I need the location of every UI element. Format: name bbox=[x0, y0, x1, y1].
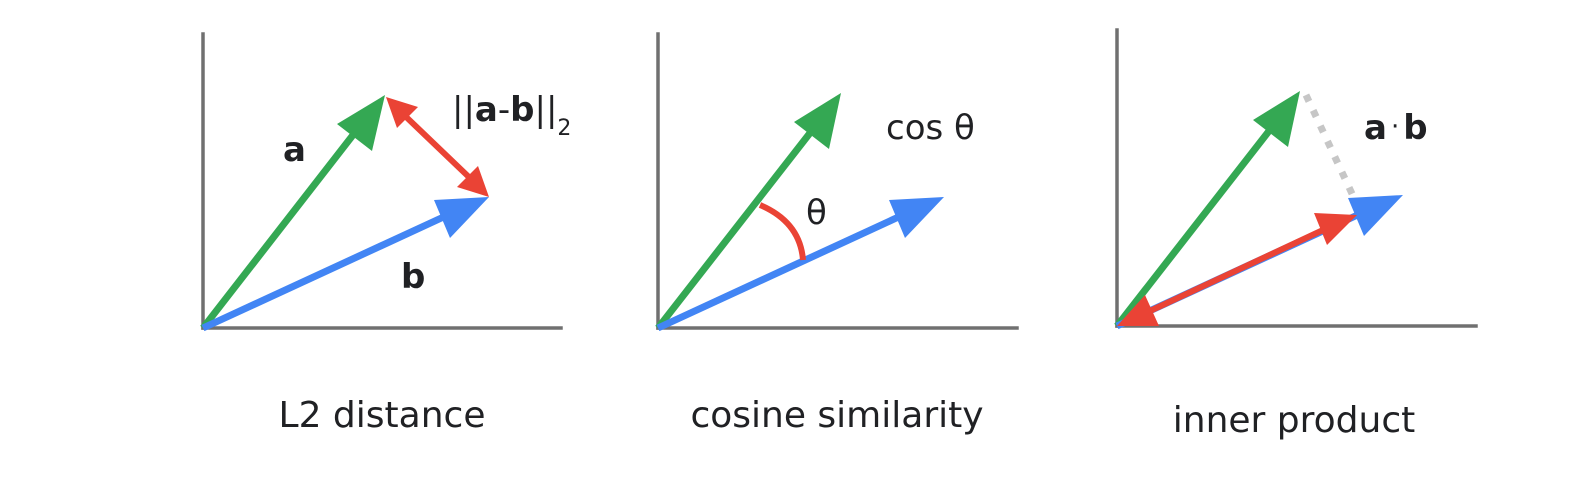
dot-a: a bbox=[1364, 108, 1387, 148]
distance-double-arrow bbox=[386, 97, 489, 197]
vector-a-arrow bbox=[655, 93, 841, 331]
angle-arc bbox=[758, 202, 806, 261]
distance-arrowhead-top bbox=[386, 97, 418, 128]
vector-a-arrow bbox=[200, 95, 385, 331]
projection-line bbox=[1302, 93, 1358, 200]
caption-l2-distance: L2 distance bbox=[279, 395, 486, 436]
axes bbox=[656, 32, 1019, 330]
projection-double-arrow bbox=[1117, 213, 1357, 326]
vector-b-arrow bbox=[201, 197, 489, 332]
cos-theta-label: cos θ bbox=[886, 108, 975, 148]
dot-b: b bbox=[1403, 108, 1427, 148]
vector-a-label: a bbox=[283, 130, 306, 170]
panel-inner-product: a·b inner product bbox=[1114, 28, 1478, 441]
vector-b-arrowhead bbox=[434, 197, 489, 238]
panel-cosine-similarity: θ cos θ cosine similarity bbox=[655, 32, 1019, 436]
axes bbox=[201, 32, 563, 330]
theta-label: θ bbox=[806, 193, 827, 233]
panel-l2-distance: a b ||a-b||2 L2 distance bbox=[200, 32, 571, 436]
vector-a-arrow bbox=[1114, 91, 1300, 329]
norm-subscript: 2 bbox=[557, 116, 571, 141]
norm-a: a bbox=[475, 90, 498, 130]
caption-inner-product: inner product bbox=[1173, 400, 1416, 441]
norm-minus: - bbox=[498, 90, 510, 130]
dot-product-label: a·b bbox=[1364, 108, 1428, 148]
vector-b-arrow bbox=[656, 197, 944, 332]
vector-a-arrowhead bbox=[1253, 91, 1300, 147]
distance-arrowhead-bottom bbox=[457, 166, 489, 197]
norm-open-bars: || bbox=[452, 90, 475, 130]
vector-b-arrowhead bbox=[1348, 195, 1403, 236]
vector-b-arrowhead bbox=[889, 197, 944, 238]
axes bbox=[1115, 28, 1478, 328]
norm-b: b bbox=[510, 90, 534, 130]
projection-arrowhead-origin bbox=[1117, 295, 1159, 326]
l2-norm-label: ||a-b||2 bbox=[452, 90, 571, 141]
vector-a-arrowhead bbox=[337, 95, 385, 151]
vector-a-arrowhead bbox=[794, 93, 841, 149]
vector-b-label: b bbox=[401, 257, 425, 297]
caption-cosine-similarity: cosine similarity bbox=[690, 395, 983, 436]
dot-operator: · bbox=[1391, 112, 1399, 142]
projection-arrowhead-end bbox=[1314, 213, 1357, 245]
norm-close-bars: || bbox=[535, 90, 558, 130]
